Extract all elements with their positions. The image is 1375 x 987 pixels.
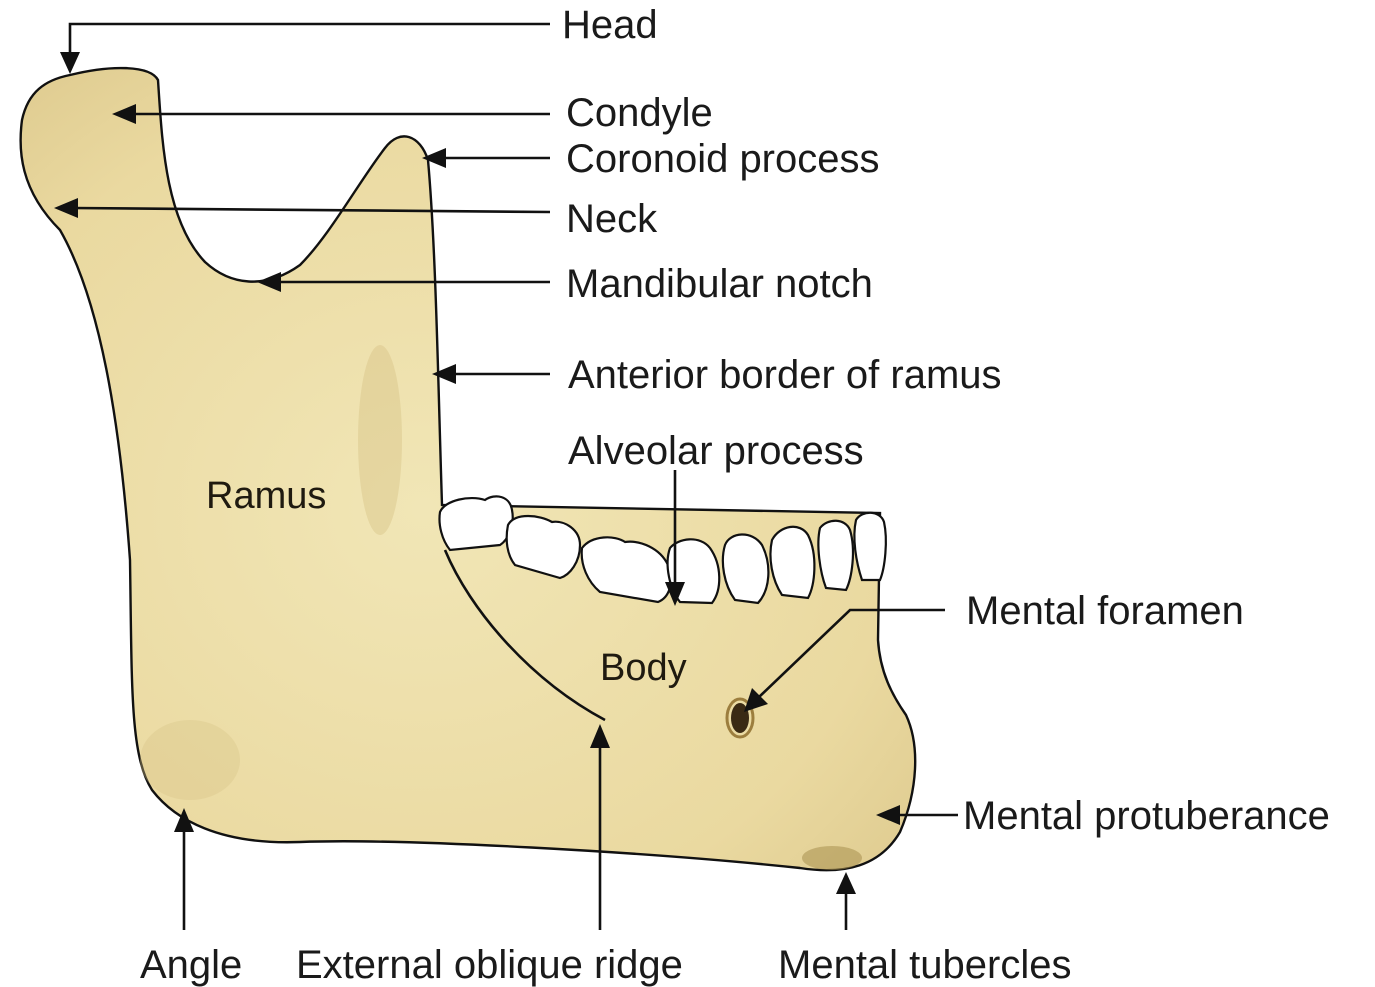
head-leader: [70, 24, 550, 60]
ramus-shading: [358, 345, 402, 535]
tubercle-shading: [802, 846, 862, 870]
premolar-1-icon: [723, 534, 769, 603]
canine-icon: [770, 527, 814, 598]
incisor-1-icon: [854, 513, 885, 580]
label-mandibular-notch: Mandibular notch: [566, 262, 873, 306]
label-mental-foramen: Mental foramen: [966, 589, 1244, 633]
region-body-label: Body: [600, 647, 687, 689]
label-anterior-border-of-ramus: Anterior border of ramus: [568, 353, 1002, 397]
mental-tubercles-arrow-icon: [836, 872, 856, 894]
label-angle: Angle: [140, 943, 242, 987]
label-mental-protuberance: Mental protuberance: [963, 794, 1330, 838]
region-ramus-label: Ramus: [206, 475, 326, 517]
label-condyle: Condyle: [566, 91, 713, 135]
label-coronoid-process: Coronoid process: [566, 137, 880, 181]
incisor-2-icon: [818, 521, 853, 590]
label-external-oblique-ridge: External oblique ridge: [296, 943, 683, 987]
angle-shading: [140, 720, 240, 800]
label-neck: Neck: [566, 197, 658, 241]
head-arrow-icon: [60, 52, 80, 74]
label-head: Head: [562, 3, 658, 47]
molar-3-icon: [439, 496, 512, 550]
label-alveolar-process: Alveolar process: [568, 429, 864, 473]
label-mental-tubercles: Mental tubercles: [778, 943, 1071, 987]
